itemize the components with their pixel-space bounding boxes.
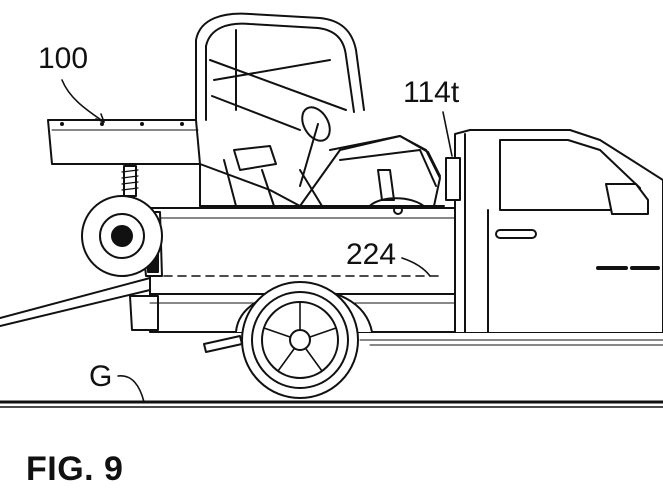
label-224: 224 (346, 238, 397, 271)
label-114t: 114t (403, 76, 460, 109)
utv-vehicle (47, 12, 445, 277)
pickup-truck (129, 129, 663, 399)
figure-caption: FIG. 9 (26, 450, 124, 488)
ground-line (0, 400, 663, 408)
sensor-114t (442, 111, 461, 201)
label-100: 100 (38, 42, 89, 75)
label-ground: G (89, 360, 113, 393)
loading-ramp (0, 277, 151, 327)
leader-lines (61, 79, 431, 403)
